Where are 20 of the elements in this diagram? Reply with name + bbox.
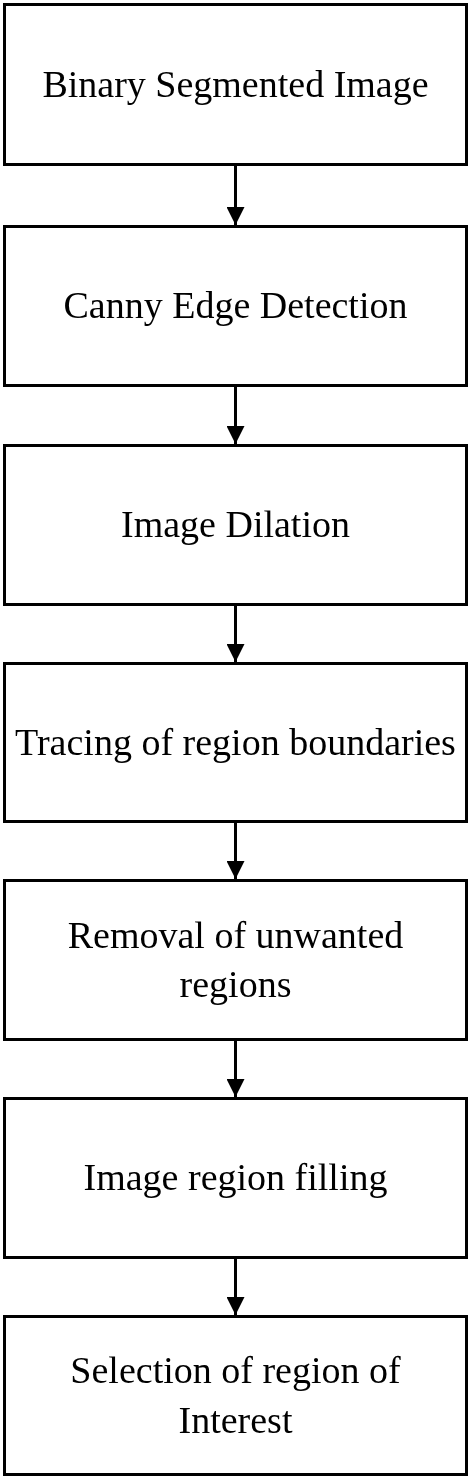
process-box — [3, 444, 468, 606]
process-box — [3, 3, 468, 166]
process-box — [3, 1097, 468, 1259]
box-label: Removal of unwanted regions — [66, 912, 405, 1007]
arrow — [226, 1041, 245, 1097]
box-label: Selection of region of Interest — [69, 1348, 402, 1443]
arrow — [226, 166, 245, 225]
arrow — [226, 1259, 245, 1315]
arrow — [226, 387, 245, 444]
arrow — [226, 823, 245, 879]
box-label: Tracing of region boundaries — [14, 719, 457, 765]
box-label: Image Dilation — [120, 502, 351, 548]
process-box — [3, 1315, 468, 1476]
box-label: Image region filling — [82, 1155, 389, 1201]
process-box — [3, 879, 468, 1041]
process-box — [3, 662, 468, 823]
process-box — [3, 225, 468, 387]
box-label: Binary Segmented Image — [41, 61, 430, 107]
arrow — [226, 606, 245, 662]
box-label: Canny Edge Detection — [62, 283, 409, 329]
